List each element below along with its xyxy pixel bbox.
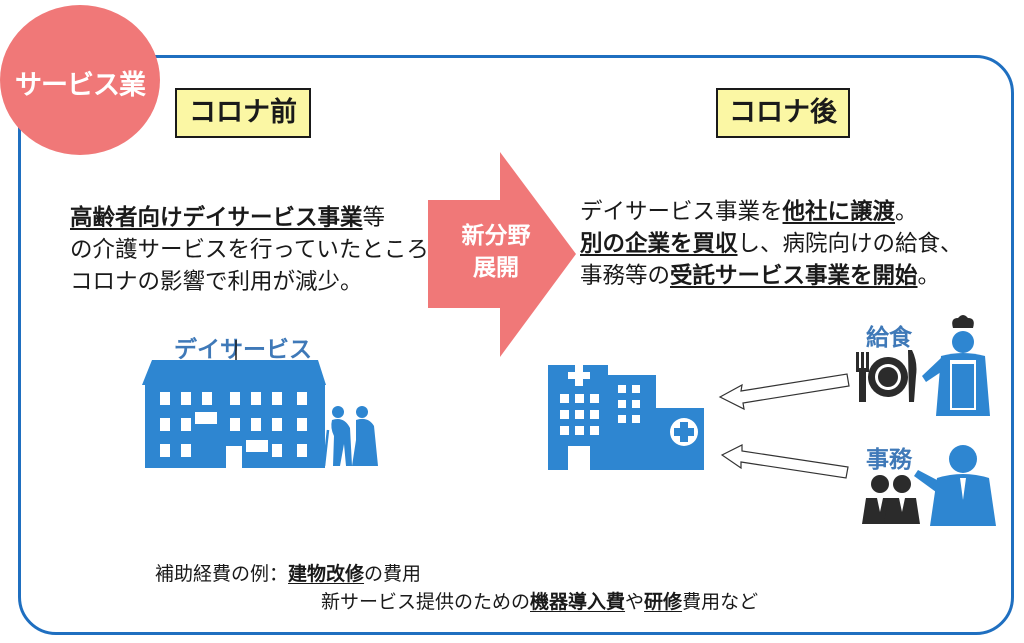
office-caption: 事務: [866, 447, 912, 473]
subsidy-label: 補助経費の例：: [155, 563, 289, 585]
new-field-arrow-icon: [428, 152, 576, 357]
category-label: サービス業: [15, 70, 146, 101]
day-service-caption: デイサービス: [174, 337, 312, 363]
before-highlight: 高齢者向けデイサービス事業: [70, 205, 363, 231]
before-corona-tag: コロナ前: [175, 88, 311, 138]
chef-icon: [922, 315, 990, 416]
meal-to-hospital-arrow-icon: [718, 373, 850, 411]
subsidy-example: 補助経費の例：建物改修の費用 新サービス提供のための機器導入費や研修費用など: [155, 563, 759, 613]
after-description: デイサービス事業を他社に譲渡。 別の企業を買収し、病院向けの給食、 事務等の受託…: [580, 199, 963, 289]
content-frame: [18, 55, 1014, 635]
day-service-building-icon: [142, 340, 326, 468]
arrow-label: 新分野 展開: [461, 223, 531, 281]
businessman-icon: [914, 445, 996, 526]
after-corona-tag: コロナ後: [716, 88, 850, 138]
office-workers-icon: [862, 475, 920, 524]
category-badge: サービス業: [0, 5, 160, 155]
plate-utensils-icon: [856, 350, 917, 402]
office-to-hospital-arrow-icon: [720, 444, 849, 479]
before-description: 高齢者向けデイサービス事業等 の介護サービスを行っていたところ、 コロナの影響で…: [70, 205, 452, 295]
hospital-icon: [548, 365, 704, 470]
elderly-couple-icon: [322, 406, 378, 467]
meal-caption: 給食: [866, 325, 912, 351]
